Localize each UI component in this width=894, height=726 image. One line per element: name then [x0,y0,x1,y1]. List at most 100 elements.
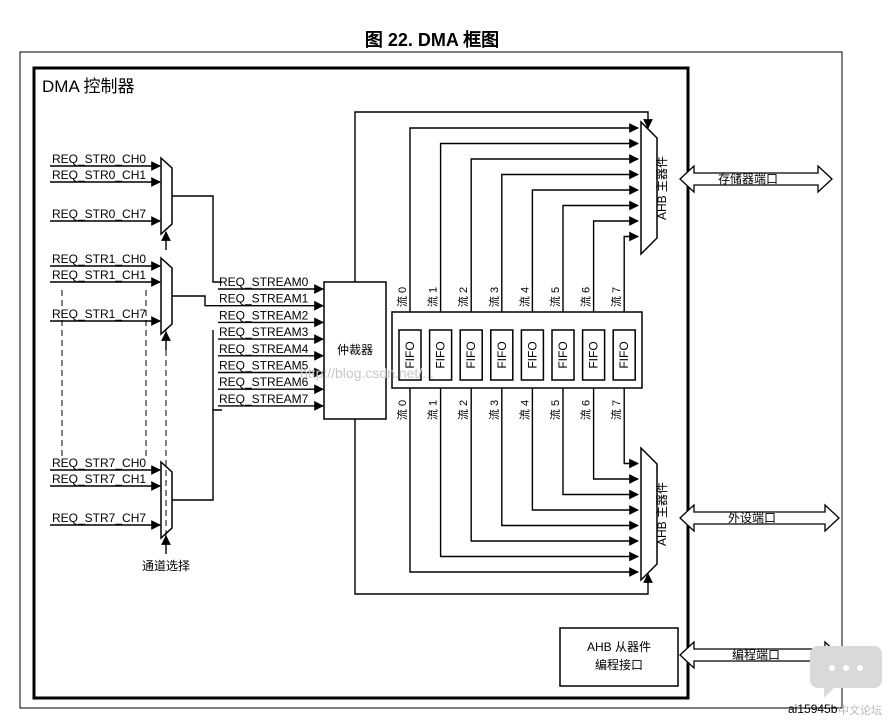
stream-bus-layer [354,111,653,595]
stream-to-memory-master [623,231,639,312]
forum-logo-icon [810,646,882,698]
ahb-master-memory [640,120,658,256]
programming-port-label: 编程端口 [732,647,780,662]
ahb-slave-box [559,627,679,687]
mux-output-line [172,195,222,283]
peripheral-port-label: 外设端口 [728,511,776,525]
ahb-master-memory-label: AHB 主器件 [655,156,669,220]
mux-input-label: REQ_STR7_CH1 [52,472,146,486]
stream-to-memory-master [409,123,639,312]
stream-label-top: 流 5 [548,287,562,307]
fifo-cell-label: FIFO [434,341,448,368]
figure-frame [19,51,843,709]
stream-label-bottom: 流 7 [609,400,623,420]
fifo-cell [612,329,636,381]
stream-label-bottom: 流 0 [395,400,409,420]
stream-label-top: 流 0 [395,287,409,307]
request-stream-label: REQ_STREAM7 [219,392,309,406]
memory-port-label: 存储器端口 [718,171,778,186]
channel-mux [160,256,173,336]
request-stream-label: REQ_STREAM0 [219,275,309,289]
ahb-master-peripheral [640,446,658,582]
request-stream-label: REQ_STREAM5 [219,359,309,373]
mux-input-label: REQ_STR0_CH7 [52,207,146,221]
fifo-cell-label: FIFO [617,341,631,368]
fifo-cell [398,329,422,381]
stream-to-memory-master [531,185,639,312]
stream-to-peripheral-master [623,388,639,469]
stream-to-memory-master [501,169,639,312]
stream-label-top: 流 6 [579,287,593,307]
stream-label-bottom: 流 6 [579,400,593,420]
mux-output-line [172,295,222,307]
ahb-slave-line1: AHB 从器件 [587,640,651,654]
blog-watermark: http://blog.csdn.net/... [300,365,434,381]
dma-controller-box [32,66,690,700]
channel-mux-layer: REQ_STR0_CH0REQ_STR0_CH1REQ_STR0_CH7REQ_… [50,152,173,554]
stream-to-memory-master [562,200,639,312]
fifo-cell [490,329,514,381]
arbiter-to-master-top [354,111,653,282]
stream-to-peripheral-master [531,388,639,515]
stream-label-bottom: 流 3 [487,400,501,420]
fifo-cell-label: FIFO [587,341,601,368]
arbiter-box [323,281,387,420]
channel-mux [160,156,173,236]
mux-output-line [172,409,222,501]
request-stream-layer: REQ_STREAM0REQ_STREAM1REQ_STREAM2REQ_STR… [172,195,324,501]
figure-id: ai15945b [788,702,838,716]
stream-label-bottom: 流 4 [517,400,531,420]
fifo-cell-label: FIFO [556,341,570,368]
forum-tag: 中文论坛 [838,703,882,717]
request-stream-label: REQ_STREAM3 [219,325,309,339]
memory-port-arrow [679,164,833,194]
stream-label-layer: 流 0 流 0 流 1 流 1 流 2 流 2 流 3 流 3 流 4 流 4 流 5 流 5 流 6 流… [395,287,623,420]
stream-to-peripheral-master [592,388,639,484]
request-stream-label: REQ_STREAM6 [219,375,309,389]
mux-input-label: REQ_STR1_CH1 [52,268,146,282]
stream-to-peripheral-master [562,388,639,500]
stream-to-peripheral-master [470,388,639,546]
channel-select-label: 通道选择 [142,559,190,573]
arbiter-label: 仲裁器 [337,343,373,357]
mux-input-label: REQ_STR1_CH0 [52,252,146,266]
stream-to-peripheral-master [501,388,639,531]
stream-label-top: 流 7 [609,287,623,307]
stream-label-bottom: 流 2 [456,400,470,420]
fifo-cell [428,329,453,381]
arbiter-to-master-bottom [354,419,653,595]
fifo-cell [520,329,545,381]
fifo-cell [459,329,483,381]
fifo-cell-label: FIFO [525,341,539,368]
stream-to-memory-master [470,154,639,312]
mux-input-label: REQ_STR1_CH7 [52,307,146,321]
stream-label-top: 流 2 [456,287,470,307]
ahb-slave-line2: 编程接口 [595,657,643,672]
stream-label-bottom: 流 5 [548,400,562,420]
mux-input-label: REQ_STR7_CH0 [52,456,146,470]
request-stream-label: REQ_STREAM4 [219,342,309,356]
request-stream-label: REQ_STREAM1 [219,292,309,306]
stream-label-top: 流 3 [487,287,501,307]
fifo-cell-label: FIFO [464,341,478,368]
stream-to-memory-master [439,138,639,312]
stream-label-bottom: 流 1 [426,400,440,420]
figure-title: 图 22. DMA 框图 [365,30,499,50]
request-stream-label: REQ_STREAM2 [219,308,309,322]
stream-to-peripheral-master [439,388,639,562]
dma-controller-label: DMA 控制器 [42,77,135,96]
fifo-cell [581,329,606,381]
stream-label-top: 流 4 [517,287,531,307]
ahb-master-peripheral-label: AHB 主器件 [655,482,669,546]
stream-to-memory-master [592,216,639,312]
fifo-cell-label: FIFO [403,341,417,368]
mux-input-label: REQ_STR7_CH7 [52,511,146,525]
peripheral-port-arrow [679,503,840,533]
fifo-cell [551,329,575,381]
stream-label-top: 流 1 [426,287,440,307]
mux-input-label: REQ_STR0_CH1 [52,168,146,182]
stream-to-peripheral-master [409,388,639,577]
mux-input-label: REQ_STR0_CH0 [52,152,146,166]
